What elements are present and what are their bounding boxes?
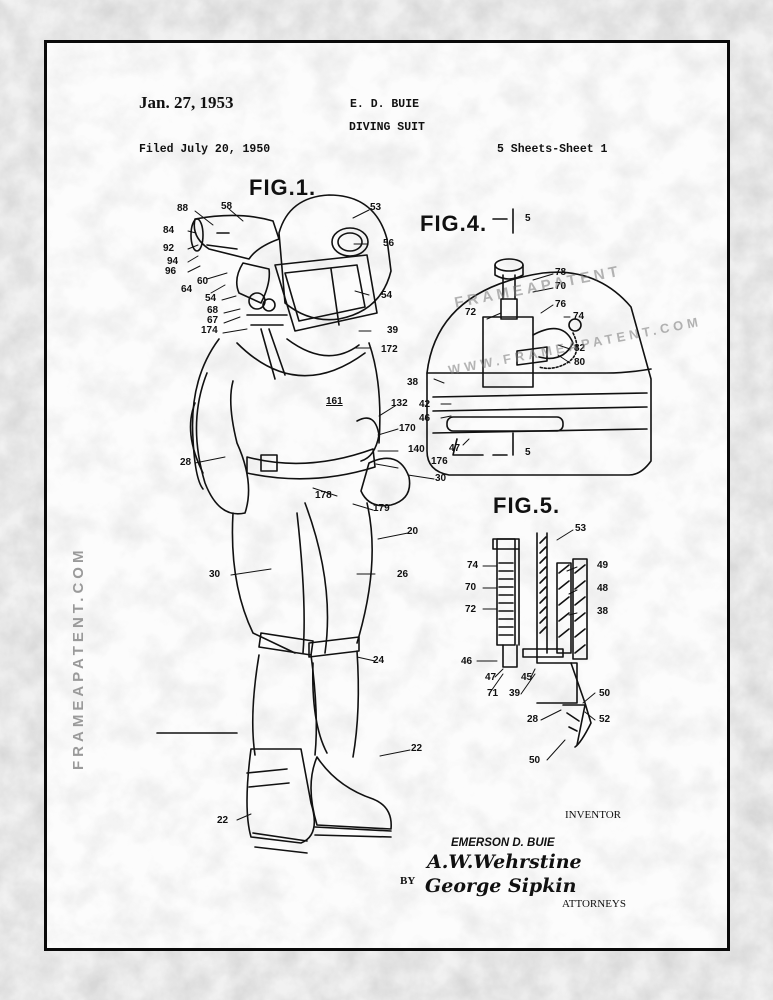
ref-numeral: 132 (391, 398, 408, 409)
ref-numeral: 38 (597, 606, 609, 617)
ref-numeral: 170 (399, 423, 416, 434)
ref-numeral: 179 (373, 503, 390, 514)
ref-numeral: 82 (574, 343, 586, 354)
ref-numeral: 58 (221, 201, 233, 212)
fig5-label: FIG.5. (493, 493, 561, 518)
ref-numeral: 84 (163, 225, 175, 236)
ref-numeral: 60 (197, 276, 209, 287)
ref-numeral: 78 (555, 267, 567, 278)
filed-date: Filed July 20, 1950 (139, 143, 271, 156)
inventor-header: E. D. BUIE (350, 98, 420, 111)
ref-numeral: 38 (407, 377, 419, 388)
ref-numeral: 50 (599, 688, 611, 699)
watermark-side: FRAMEAPATENT.COM (70, 546, 87, 770)
inventor-full-name: EMERSON D. BUIE (451, 837, 555, 849)
ref-numeral: 74 (573, 311, 585, 322)
fig1-label: FIG.1. (249, 175, 317, 200)
ref-numeral: 49 (597, 560, 609, 571)
patent-drawings (156, 194, 652, 854)
ref-numeral: 68 (207, 305, 219, 316)
ref-numeral: 174 (201, 325, 218, 336)
ref-numeral: 45 (521, 672, 533, 683)
fig4-helmet-section (426, 208, 652, 476)
ref-numeral: 22 (411, 743, 423, 754)
ref-numeral: 140 (408, 444, 425, 455)
ref-numeral: 71 (487, 688, 499, 699)
fig4-label: FIG.4. (420, 211, 488, 236)
ref-numeral: 53 (575, 523, 587, 534)
ref-numeral: 52 (599, 714, 611, 725)
ref-numeral: 5 (525, 447, 531, 458)
ref-numeral: 72 (465, 307, 477, 318)
ref-numeral: 20 (407, 526, 419, 537)
sheet-count: 5 Sheets-Sheet 1 (497, 143, 608, 156)
ref-numeral: 48 (597, 583, 609, 594)
ref-numeral: 176 (431, 456, 448, 467)
ref-numeral: 47 (485, 672, 497, 683)
ref-numeral: 39 (509, 688, 521, 699)
ref-numeral: 96 (165, 266, 177, 277)
by-label: BY (400, 875, 416, 887)
attorney-signature-1: A.W.Wehrstine (427, 851, 582, 873)
inventor-caption: INVENTOR (565, 809, 622, 821)
ref-numeral: 94 (167, 256, 179, 267)
ref-numeral: 80 (574, 357, 586, 368)
attorneys-caption: ATTORNEYS (562, 898, 626, 910)
ref-numeral: 53 (370, 202, 382, 213)
ref-numeral: 42 (419, 399, 431, 410)
ref-numeral: 46 (419, 413, 431, 424)
ref-numeral: 172 (381, 344, 398, 355)
ref-numeral: 28 (527, 714, 539, 725)
ref-numeral: 54 (205, 293, 217, 304)
ref-numeral: 161 (326, 396, 343, 407)
ref-numeral: 30 (435, 473, 447, 484)
ref-numeral: 30 (209, 569, 221, 580)
ref-numeral: 24 (373, 655, 385, 666)
ref-numeral: 56 (383, 238, 395, 249)
fig5-section-detail (492, 532, 592, 748)
patent-date: Jan. 27, 1953 (139, 93, 234, 112)
patent-frame: Jan. 27, 1953 E. D. BUIE DIVING SUIT Fil… (44, 40, 730, 951)
attorney-signature-2: George Sipkin (425, 875, 577, 897)
fig1-diver-drawing (156, 194, 411, 854)
ref-numeral: 67 (207, 315, 219, 326)
ref-numeral: 92 (163, 243, 175, 254)
ref-numeral: 54 (381, 290, 393, 301)
ref-numeral: 22 (217, 815, 229, 826)
ref-numeral: 88 (177, 203, 189, 214)
ref-numeral: 76 (555, 299, 567, 310)
ref-numeral: 5 (525, 213, 531, 224)
marble-frame-fill (47, 43, 727, 948)
ref-numeral: 74 (467, 560, 479, 571)
ref-numeral: 64 (181, 284, 193, 295)
ref-numeral: 178 (315, 490, 332, 501)
ref-numeral: 28 (180, 457, 192, 468)
ref-numeral: 46 (461, 656, 473, 667)
ref-numeral: 47 (449, 443, 461, 454)
patent-title: DIVING SUIT (349, 121, 425, 134)
ref-numeral: 26 (397, 569, 409, 580)
ref-numeral: 70 (555, 281, 567, 292)
ref-numeral: 70 (465, 582, 477, 593)
ref-numeral: 39 (387, 325, 399, 336)
ref-numeral: 72 (465, 604, 477, 615)
ref-numeral: 50 (529, 755, 541, 766)
